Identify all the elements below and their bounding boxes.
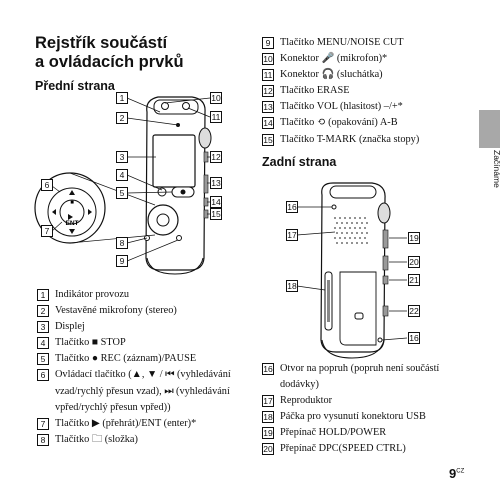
callout-21: 21 [408, 274, 420, 286]
callout-14: 14 [210, 196, 222, 208]
callout-19: 19 [408, 232, 420, 244]
callout-16-bottom: 16 [408, 332, 420, 344]
zoom-next-icon [88, 209, 92, 215]
hold-power-switch [382, 229, 389, 249]
callout-17: 17 [286, 229, 298, 241]
callout-3: 3 [116, 151, 128, 163]
zoom-down-arrow-icon [69, 229, 75, 234]
back-cover-panel [339, 271, 377, 346]
speaker-grille [334, 217, 368, 244]
zoom-play-icon [68, 214, 73, 220]
callout-12: 12 [210, 151, 222, 163]
side-dial [198, 127, 212, 149]
page-number-value: 9 [449, 466, 457, 481]
page-number: 9CZ [449, 466, 464, 481]
callout-7: 7 [41, 225, 53, 237]
callout-11: 11 [210, 111, 222, 123]
callout-20: 20 [408, 256, 420, 268]
vol-side-button [203, 174, 209, 194]
cover-latch [354, 312, 364, 320]
front-device-bottom-edge [146, 257, 204, 275]
callout-18: 18 [286, 280, 298, 292]
callout-8: 8 [116, 237, 128, 249]
callout-22: 22 [408, 305, 420, 317]
zoom-stop-label: ■ [70, 200, 74, 206]
mic-jack-icon [161, 102, 169, 110]
menu-button-shape [176, 235, 182, 241]
strap-hole-bottom [377, 337, 383, 343]
callout-1: 1 [116, 92, 128, 104]
headphone-jack-icon [182, 102, 190, 110]
side-button-21 [382, 275, 389, 285]
zoom-enter-label: ENT [66, 220, 79, 227]
back-heading: Zadní strana [262, 155, 337, 169]
zoom-up-arrow-icon [69, 190, 75, 195]
display-screen [152, 134, 196, 188]
back-device-bottom-edge [321, 339, 385, 359]
callout-13: 13 [210, 177, 222, 189]
callout-16-top: 16 [286, 201, 298, 213]
zoom-control-center [59, 199, 85, 225]
dpc-switch [382, 255, 389, 271]
callout-15: 15 [210, 208, 222, 220]
callout-4: 4 [116, 169, 128, 181]
callout-6: 6 [41, 179, 53, 191]
callout-9: 9 [116, 255, 128, 267]
back-top-grille [329, 185, 377, 199]
usb-lever-grip [327, 280, 330, 322]
back-side-dial [377, 202, 391, 224]
strap-hole-top [331, 204, 337, 210]
side-button-22 [382, 305, 389, 317]
callout-2: 2 [116, 112, 128, 124]
page-number-suffix: CZ [456, 468, 465, 475]
callout-5: 5 [116, 187, 128, 199]
title-line-1: Rejstřík součástí [35, 34, 168, 52]
section-tab-label: Začínáme [492, 150, 500, 188]
front-heading: Přední strana [35, 79, 115, 93]
callout-10: 10 [210, 92, 222, 104]
zoom-prev-icon [52, 209, 56, 215]
title-line-2: a ovládacích prvků [35, 53, 184, 71]
page-title: Rejstřík součástí a ovládacích prvků [35, 34, 245, 72]
control-center [156, 213, 170, 227]
rec-dot-icon [180, 189, 186, 195]
section-tab-marker [479, 110, 500, 148]
